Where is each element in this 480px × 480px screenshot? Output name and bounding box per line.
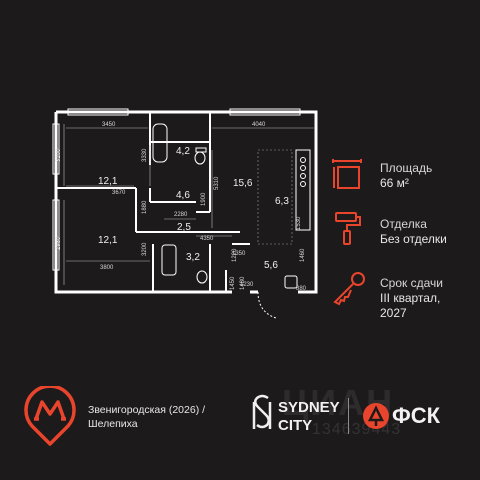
windows — [52, 108, 301, 271]
dimension-label: 3200 — [142, 242, 148, 256]
fixtures — [152, 123, 311, 319]
brand-line-2: CITY — [278, 417, 313, 434]
metro-icon — [24, 386, 76, 446]
dimension-lines — [63, 124, 314, 285]
area-info: Площадь 66 м² — [380, 161, 432, 191]
dimension-label: 4350 — [200, 236, 214, 242]
dimension-label: 3800 — [100, 265, 114, 271]
finish-label: Отделка — [380, 217, 427, 231]
fsk-logo-icon — [363, 403, 389, 429]
sydney-city-logo-icon — [252, 394, 272, 429]
dimension-label: 1350 — [232, 251, 246, 257]
finish-value: Без отделки — [380, 232, 447, 246]
room-area: 15,6 — [233, 178, 253, 189]
dimension-label: 1900 — [201, 192, 207, 206]
dimension-label: 5310 — [214, 176, 220, 190]
metro-line-1: Звенигородская (2026) / — [88, 404, 206, 416]
metro-station: Звенигородская (2026) / Шелепиха — [88, 403, 205, 431]
deadline-info: Срок сдачи III квартал, 2027 — [380, 276, 443, 321]
room-area: 12,1 — [98, 235, 118, 246]
dimension-label: 880 — [296, 286, 307, 292]
dimension-label: 1480 — [240, 276, 246, 290]
finish-info: Отделка Без отделки — [380, 217, 447, 247]
walls — [54, 110, 318, 294]
dimension-label: 3450 — [102, 122, 116, 128]
area-icon — [332, 159, 362, 189]
brand-logo: SYDNEY CITY — [278, 399, 340, 435]
room-area: 5,6 — [264, 260, 278, 271]
logo-divider — [348, 398, 349, 434]
interior-walls — [56, 112, 250, 292]
kitchen-zone — [257, 149, 293, 245]
room-area: 6,3 — [275, 196, 289, 207]
paint-roller-icon — [335, 212, 361, 245]
dimension-label: 2980 — [56, 236, 62, 250]
dimension-label: 1530 — [296, 216, 302, 230]
dimension-label: 1880 — [142, 200, 148, 214]
room-area: 4,2 — [176, 146, 190, 157]
room-area: 2,5 — [177, 222, 191, 233]
developer-logo-text: ФСК — [392, 403, 441, 428]
deadline-value-1: III квартал, — [380, 291, 441, 305]
dimension-label: 1450 — [230, 276, 236, 290]
room-area: 12,1 — [98, 176, 118, 187]
dimension-label: 2280 — [174, 212, 188, 218]
dimension-label: 4040 — [252, 122, 266, 128]
dimension-label: 3330 — [142, 148, 148, 162]
dimension-label: 1460 — [300, 248, 306, 262]
dimension-label: 3100 — [56, 148, 62, 162]
dimension-label: 3670 — [112, 190, 126, 196]
key-icon — [333, 272, 365, 306]
deadline-value-2: 2027 — [380, 306, 407, 320]
area-label: Площадь — [380, 161, 433, 175]
metro-line-2: Шелепиха — [88, 418, 138, 430]
area-value: 66 м² — [380, 176, 409, 190]
deadline-label: Срок сдачи — [380, 276, 443, 290]
room-area: 4,6 — [176, 190, 190, 201]
dimension-label: 1220 — [232, 248, 238, 262]
dimension-label: 1230 — [240, 282, 254, 288]
brand-line-1: SYDNEY — [278, 399, 340, 416]
room-area: 3,2 — [186, 252, 200, 263]
